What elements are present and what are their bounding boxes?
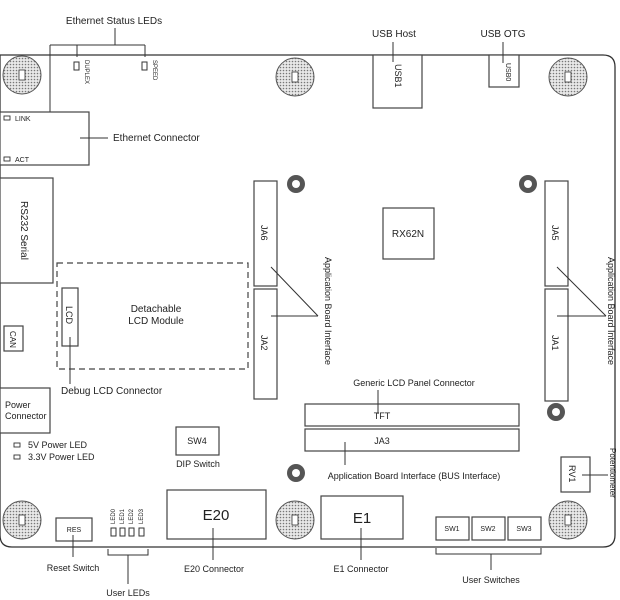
sw2-label: SW2 <box>480 526 495 533</box>
ring-hole-1 <box>287 175 305 193</box>
lcd-module-label-line2: LCD Module <box>128 316 184 327</box>
sw3-button <box>507 516 542 541</box>
usb0-label: USB0 <box>504 63 511 81</box>
rv1-potentiometer <box>560 456 591 493</box>
sw4-label: SW4 <box>187 436 207 446</box>
usb0-connector <box>488 54 520 88</box>
sw4-dip-switch <box>175 426 220 456</box>
duplex-led-label: DUPLEX <box>83 60 89 84</box>
app-board-interface-left-label: Application Board Interface <box>323 257 333 365</box>
rv1-label: RV1 <box>567 465 577 482</box>
power-connector-label-line2: Connector <box>5 411 47 421</box>
e1-connector <box>320 495 404 540</box>
bus-interface-label: Application Board Interface (BUS Interfa… <box>328 471 501 481</box>
led1-label: LED1 <box>120 508 126 524</box>
ja5-connector <box>544 180 569 287</box>
act-led <box>3 156 11 162</box>
led1 <box>119 527 126 537</box>
e20-label: E20 <box>203 507 230 524</box>
ja3-label: JA3 <box>374 436 390 446</box>
ring-hole-2 <box>519 175 537 193</box>
led2 <box>128 527 135 537</box>
lcd-module-label-line1: Detachable <box>131 304 182 315</box>
usb-host-label: USB Host <box>372 29 416 40</box>
usb1-label: USB1 <box>393 64 403 88</box>
e20-connector <box>166 489 267 540</box>
mounting-hole-top-center <box>275 57 315 97</box>
rx62n-chip <box>382 207 435 260</box>
e20-connector-label: E20 Connector <box>184 564 244 574</box>
ja5-label: JA5 <box>550 225 560 241</box>
generic-lcd-panel-connector-label: Generic LCD Panel Connector <box>353 378 475 388</box>
led3 <box>138 527 145 537</box>
link-led <box>3 115 11 121</box>
ring-hole-4 <box>287 464 305 482</box>
power-connector <box>0 387 51 434</box>
duplex-led <box>73 61 80 71</box>
5v-power-led-label: 5V Power LED <box>28 440 88 450</box>
sw1-label: SW1 <box>444 526 459 533</box>
usb1-connector <box>372 54 423 109</box>
reset-switch-label: Reset Switch <box>47 563 100 573</box>
ja2-label: JA2 <box>259 335 269 351</box>
can-connector <box>3 325 24 352</box>
mounting-hole-bottom-center <box>275 500 315 540</box>
led0 <box>110 527 117 537</box>
rs232-connector <box>0 177 54 284</box>
sw3-label: SW3 <box>516 526 531 533</box>
mounting-hole-top-right <box>548 57 588 97</box>
ja1-label: JA1 <box>550 335 560 351</box>
speed-led <box>141 61 148 71</box>
tft-label: TFT <box>374 411 391 421</box>
link-led-label: LINK <box>15 116 31 123</box>
led3-label: LED3 <box>139 508 145 524</box>
tft-connector <box>304 403 520 427</box>
ethernet-connector <box>0 111 90 166</box>
reset-switch <box>55 517 93 542</box>
rs232-label: RS232 Serial <box>18 201 29 260</box>
speed-led-label: SPEED <box>151 60 157 81</box>
ring-hole-3 <box>547 403 565 421</box>
mounting-hole-top-left <box>2 55 42 95</box>
sw2-button <box>471 516 506 541</box>
user-switches-label: User Switches <box>462 575 520 585</box>
user-leds <box>110 527 145 537</box>
can-label: CAN <box>8 331 17 348</box>
rx62n-label: RX62N <box>392 229 424 240</box>
e1-connector-label: E1 Connector <box>333 564 388 574</box>
lcd-module-outline <box>56 262 249 370</box>
5v-power-led <box>13 442 21 448</box>
ethernet-connector-label: Ethernet Connector <box>113 133 200 144</box>
dip-switch-label: DIP Switch <box>176 459 220 469</box>
board-outline <box>0 54 616 548</box>
e1-label: E1 <box>353 510 371 527</box>
ja1-connector <box>544 288 569 402</box>
led2-label: LED2 <box>129 508 135 524</box>
sw1-button <box>435 516 470 541</box>
33v-power-led <box>13 454 21 460</box>
act-led-label: ACT <box>15 157 30 164</box>
led0-label: LED0 <box>111 508 117 524</box>
res-label: RES <box>67 527 82 534</box>
ja3-connector <box>304 428 520 452</box>
potentiometer-label: Potentiometer <box>608 448 617 498</box>
user-leds-label: User LEDs <box>106 588 150 598</box>
mounting-hole-bottom-right <box>548 500 588 540</box>
app-board-interface-right-label: Application Board Interface <box>606 257 616 365</box>
mounting-hole-bottom-left <box>2 500 42 540</box>
33v-power-led-label: 3.3V Power LED <box>28 452 95 462</box>
debug-lcd-connector-label: Debug LCD Connector <box>61 386 163 397</box>
lcd-label: LCD <box>64 306 74 325</box>
ethernet-status-leds-label: Ethernet Status LEDs <box>66 16 162 27</box>
usb-otg-label: USB OTG <box>480 29 525 40</box>
ja6-connector <box>253 180 278 287</box>
power-connector-label-line1: Power <box>5 400 31 410</box>
ja6-label: JA6 <box>259 225 269 241</box>
